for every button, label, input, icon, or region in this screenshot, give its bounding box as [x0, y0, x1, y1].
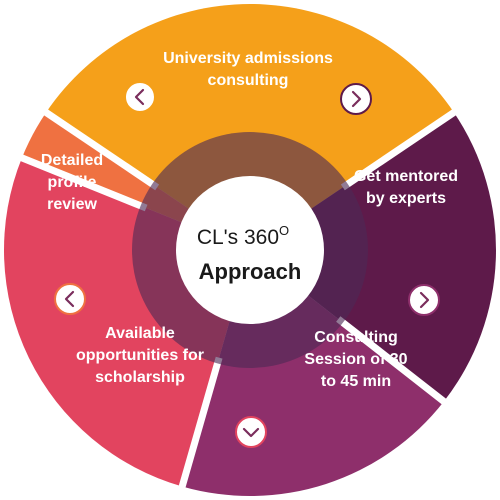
chevron-down-icon	[408, 284, 440, 316]
segment-divider	[18, 153, 148, 212]
chevron-up-icon	[124, 81, 156, 113]
center-title-line1: CL's 360O	[197, 223, 289, 249]
segment-1	[46, 4, 454, 250]
segment-divider	[336, 316, 448, 406]
segment-divider	[42, 108, 160, 191]
chevron-up-icon	[54, 283, 86, 315]
center-title-line2: Approach	[199, 259, 302, 284]
chevron-left-icon	[235, 416, 267, 448]
chevron-down-icon	[340, 83, 372, 115]
segment-divider	[340, 108, 458, 191]
dividers-layer	[18, 108, 458, 490]
center-hub	[176, 176, 324, 324]
badges-layer	[54, 81, 440, 448]
segment-2	[250, 112, 496, 402]
segment-divider	[178, 356, 223, 490]
